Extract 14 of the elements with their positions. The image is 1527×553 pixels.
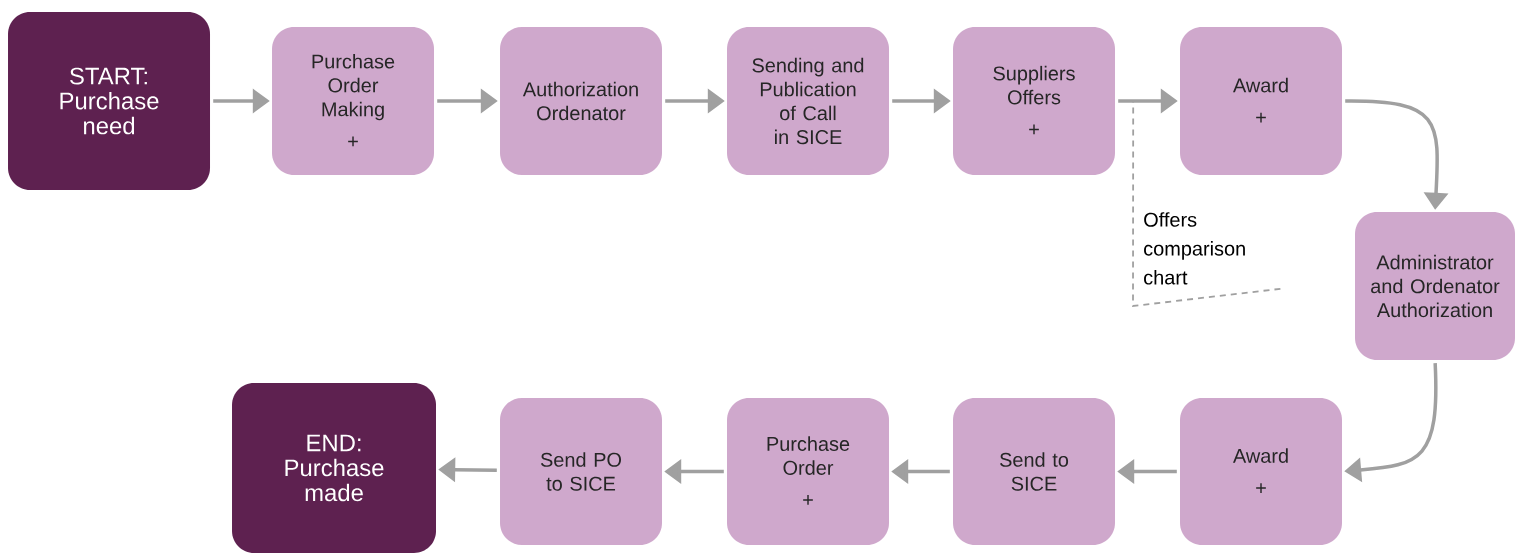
leader-line [1132, 100, 1282, 307]
process-box: Suppliers Offers + [953, 27, 1115, 175]
process-box: Purchase Order + [727, 398, 889, 545]
process-box: Sending and Publication of Call in SICE [727, 27, 889, 175]
process-box: Administrator and Ordenator Authorization [1355, 212, 1515, 360]
process-box: Authorization Ordenator [500, 27, 662, 175]
process-box: Purchase Order Making + [272, 27, 434, 175]
process-box: Award + [1180, 27, 1342, 175]
process-box: Send PO to SICE [500, 398, 662, 545]
note-text: Offers comparison chart [1144, 212, 1245, 285]
process-box: Send to SICE [953, 398, 1115, 545]
start-end-box: END: Purchase made [232, 383, 436, 553]
start-end-box: START: Purchase need [8, 12, 210, 190]
process-box: Award + [1180, 398, 1342, 545]
